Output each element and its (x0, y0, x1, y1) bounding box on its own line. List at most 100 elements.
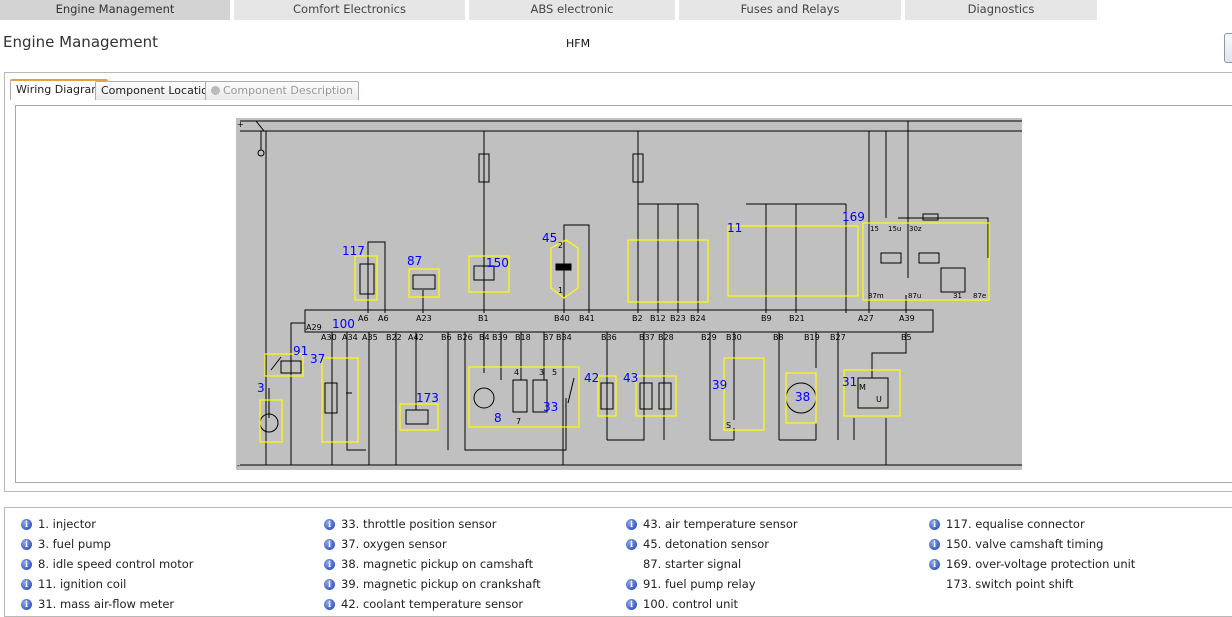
pin-label: A6 (378, 314, 389, 323)
pin-label: B19 (804, 333, 820, 342)
legend-item[interactable]: i 37. oxygen sensor (324, 537, 447, 551)
pin-label: A23 (416, 314, 432, 323)
legend-item[interactable]: i 91. fuel pump relay (626, 577, 756, 591)
tab-diagnostics[interactable]: Diagnostics (905, 0, 1098, 20)
pin-label: B18 (515, 333, 531, 342)
legend-item-label: 117. equalise connector (946, 517, 1085, 531)
component-number: 173 (416, 391, 439, 405)
info-icon[interactable]: i (21, 579, 32, 590)
pin-label: B12 (650, 314, 666, 323)
diagram-background (236, 118, 1022, 470)
legend-item[interactable]: i 117. equalise connector (929, 517, 1085, 531)
tab-fuses-and-relays[interactable]: Fuses and Relays (679, 0, 902, 20)
pin-label: B21 (789, 314, 805, 323)
component-number: 39 (712, 378, 727, 392)
legend-item-label: 31. mass air-flow meter (38, 597, 175, 611)
pin-label: B27 (830, 333, 846, 342)
legend-item-label: 87. starter signal (643, 557, 742, 571)
info-icon[interactable]: i (626, 519, 637, 530)
legend-item-label: 169. over-voltage protection unit (946, 557, 1136, 571)
legend-item-label: 8. idle speed control motor (38, 557, 194, 571)
component-outlines (259, 222, 990, 443)
component-number: 43 (623, 371, 638, 385)
pin-label: A27 (858, 314, 874, 323)
component-number: 3 (257, 381, 265, 395)
legend-item[interactable]: i 45. detonation sensor (626, 537, 769, 551)
legend-item-label: 43. air temperature sensor (643, 517, 798, 531)
info-icon[interactable]: i (21, 599, 32, 610)
wiring-diagram[interactable]: 117 87 150 45 11 169 100 91 37 3 173 8 3… (236, 118, 1022, 470)
terminal-mark: 7 (516, 417, 521, 426)
terminal-mark: 5 (552, 368, 557, 377)
legend-item[interactable]: i 150. valve camshaft timing (929, 537, 1104, 551)
pin-label: A6 (358, 314, 369, 323)
page-title: Engine Management (3, 33, 158, 51)
legend-item-label: 37. oxygen sensor (341, 537, 447, 551)
tab-abs-electronic[interactable]: ABS electronic (469, 0, 676, 20)
pin-label: B22 (386, 333, 402, 342)
terminal-label: 87e (973, 292, 986, 300)
pin-label: B8 (773, 333, 784, 342)
pin-label: B28 (658, 333, 674, 342)
pin-label: B24 (690, 314, 706, 323)
pin-label: B9 (761, 314, 772, 323)
tab-component-location[interactable]: Component Location (95, 81, 221, 100)
component-number: 8 (494, 411, 502, 425)
pin-label: B6 (441, 333, 452, 342)
component-number: 38 (795, 390, 810, 404)
component-number-group: 117 87 150 45 11 169 100 91 37 3 173 8 3… (257, 210, 865, 425)
terminal-marks: + - 2 1 4 3 5 7 S M U (237, 120, 882, 470)
pin-label: B26 (457, 333, 473, 342)
info-icon[interactable]: i (929, 559, 940, 570)
terminal-mark: - (237, 461, 240, 470)
info-icon[interactable]: i (324, 539, 335, 550)
tab-comfort-electronics[interactable]: Comfort Electronics (234, 0, 466, 20)
disabled-dot-icon (211, 86, 220, 95)
info-icon[interactable]: i (21, 539, 32, 550)
pin-label: B29 (701, 333, 717, 342)
legend-item-label: 39. magnetic pickup on crankshaft (341, 577, 541, 591)
tab-wiring-diagram[interactable]: Wiring Diagram (10, 79, 108, 100)
component-number: 33 (543, 400, 558, 414)
legend-item[interactable]: i 3. fuel pump (21, 537, 111, 551)
component-number: 117 (342, 244, 365, 258)
pin-label: B5 (901, 333, 912, 342)
print-button[interactable] (1224, 33, 1232, 63)
info-icon[interactable]: i (626, 539, 637, 550)
info-icon[interactable]: i (324, 559, 335, 570)
pin-label: B39 (492, 333, 508, 342)
legend-item-label: 91. fuel pump relay (643, 577, 756, 591)
pin-label: B36 (601, 333, 617, 342)
component-number: 42 (584, 371, 599, 385)
info-icon[interactable]: i (626, 599, 637, 610)
legend-item[interactable]: i 8. idle speed control motor (21, 557, 194, 571)
legend-item-label: 45. detonation sensor (643, 537, 769, 551)
terminal-mark: + (237, 120, 244, 129)
legend-item[interactable]: i 169. over-voltage protection unit (929, 557, 1136, 571)
legend-item[interactable]: i 43. air temperature sensor (626, 517, 798, 531)
pin-label: A34 (342, 333, 358, 342)
info-icon[interactable]: i (324, 579, 335, 590)
legend-item-label: 3. fuel pump (38, 537, 111, 551)
info-icon[interactable]: i (626, 579, 637, 590)
tab-component-description: Component Description (205, 81, 360, 100)
info-icon[interactable]: i (324, 599, 335, 610)
info-icon[interactable]: i (929, 519, 940, 530)
legend-item[interactable]: i 31. mass air-flow meter (21, 597, 175, 611)
legend-item[interactable]: i 39. magnetic pickup on crankshaft (324, 577, 541, 591)
tab-engine-management[interactable]: Engine Management (0, 0, 231, 20)
terminal-mark: 3 (539, 368, 544, 377)
info-icon[interactable]: i (21, 519, 32, 530)
legend-item-label: 150. valve camshaft timing (946, 537, 1104, 551)
terminal-mark: 4 (514, 368, 519, 377)
info-icon[interactable]: i (324, 519, 335, 530)
info-icon[interactable]: i (929, 539, 940, 550)
info-icon[interactable]: i (21, 559, 32, 570)
terminal-mark: 2 (558, 241, 563, 250)
